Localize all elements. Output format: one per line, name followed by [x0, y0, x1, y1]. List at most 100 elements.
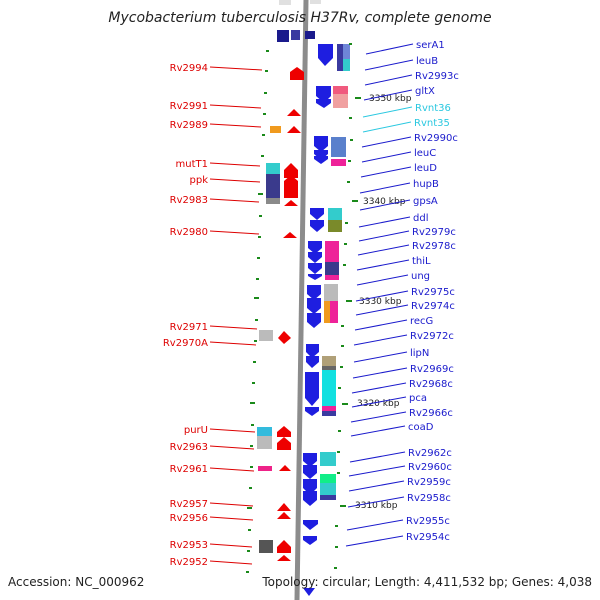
- genome-backbone: [294, 0, 309, 600]
- right-gene-label: ddl: [413, 213, 428, 224]
- left-leader-line: [209, 66, 263, 71]
- right-gene-label: Rv2960c: [408, 462, 452, 473]
- left-leader-line: [209, 341, 257, 346]
- right-gene-label: serA1: [416, 40, 445, 51]
- right-leader-line: [350, 411, 407, 423]
- right-gene-label: Rv2968c: [409, 379, 453, 390]
- right-gene-label: thiL: [412, 256, 431, 267]
- right-gene-label: leuC: [414, 148, 436, 159]
- right-gene-label: lipN: [410, 348, 429, 359]
- right-leader-line: [360, 166, 412, 178]
- right-gene-label: hupB: [413, 179, 439, 190]
- right-gene-label: Rv2954c: [406, 532, 450, 543]
- left-gene-label: Rv2994: [170, 63, 208, 74]
- left-leader-line: [209, 123, 262, 128]
- right-leader-line: [359, 182, 411, 194]
- right-gene-label: leuB: [416, 56, 438, 67]
- right-leader-line: [358, 216, 411, 228]
- right-leader-line: [361, 151, 412, 163]
- right-gene-label: gpsA: [413, 196, 438, 207]
- right-leader-line: [350, 425, 406, 437]
- right-leader-line: [348, 480, 405, 492]
- right-leader-line: [348, 465, 406, 477]
- right-gene-label: Rv2975c: [411, 287, 455, 298]
- left-gene-labels: Rv2994Rv2991Rv2989mutT1ppkRv2983Rv2980Rv…: [163, 63, 263, 568]
- left-gene-label: ppk: [190, 175, 209, 186]
- left-gene-label: Rv2957: [170, 499, 208, 510]
- right-leader-line: [365, 43, 414, 55]
- right-gene-label: gltX: [415, 86, 435, 97]
- left-gene-label: mutT1: [176, 159, 208, 170]
- right-gene-label: Rv2955c: [406, 516, 450, 527]
- left-leader-line: [209, 516, 254, 521]
- right-gene-label: pca: [409, 393, 427, 404]
- right-gene-label: Rv2962c: [408, 448, 452, 459]
- scale-label: 3310 kbp: [355, 501, 398, 511]
- right-leader-line: [351, 382, 407, 394]
- scale-ticks: [246, 43, 361, 573]
- genome-title: Mycobacterium tuberculosis H37Rv, comple…: [108, 10, 492, 26]
- scale-label: 3330 kbp: [359, 297, 402, 307]
- left-leader-line: [209, 543, 253, 548]
- right-leader-line: [353, 334, 408, 346]
- right-leader-line: [355, 290, 409, 302]
- right-gene-label: Rv2993c: [415, 71, 459, 82]
- left-leader-line: [209, 104, 262, 109]
- left-gene-label: Rv2991: [170, 101, 208, 112]
- right-leader-line: [355, 304, 409, 316]
- left-leader-line: [209, 198, 260, 203]
- left-gene-label: Rv2980: [170, 227, 208, 238]
- left-leader-line: [209, 178, 261, 183]
- right-gene-label: Rv2966c: [409, 408, 453, 419]
- left-gene-label: Rv2983: [170, 195, 208, 206]
- right-gene-label: Rvnt36: [415, 103, 451, 114]
- right-leader-line: [359, 199, 411, 211]
- right-gene-label: Rv2974c: [411, 301, 455, 312]
- right-gene-label: recG: [410, 316, 433, 327]
- left-gene-label: purU: [184, 425, 208, 436]
- right-leader-line: [361, 136, 412, 148]
- scale-labels: 3350 kbp 3340 kbp 3330 kbp 3320 kbp 3310…: [355, 94, 412, 511]
- forward-strand-genes: [257, 0, 304, 561]
- right-leader-line: [364, 74, 413, 86]
- accession-label: Accession: NC_000962: [8, 575, 145, 589]
- right-gene-label: Rvnt35: [414, 118, 450, 129]
- right-gene-label: Rv2979c: [412, 227, 456, 238]
- right-leader-line: [353, 351, 408, 363]
- right-gene-label: Rv2978c: [412, 241, 456, 252]
- right-leader-line: [347, 496, 405, 508]
- right-gene-label: ung: [411, 271, 430, 282]
- left-gene-label: Rv2956: [170, 513, 208, 524]
- right-leader-line: [362, 106, 413, 118]
- right-leader-line: [363, 89, 413, 101]
- left-leader-line: [209, 445, 255, 450]
- right-gene-label: Rv2969c: [410, 364, 454, 375]
- left-leader-line: [209, 502, 254, 507]
- scale-label: 3350 kbp: [369, 94, 412, 104]
- scale-label: 3320 kbp: [357, 399, 400, 409]
- scale-label: 3340 kbp: [363, 197, 406, 207]
- left-leader-line: [209, 560, 253, 565]
- right-leader-line: [356, 259, 410, 271]
- right-leader-line: [362, 121, 412, 133]
- right-gene-label: coaD: [408, 422, 434, 433]
- left-gene-label: Rv2952: [170, 557, 208, 568]
- right-gene-label: Rv2958c: [407, 493, 451, 504]
- right-leader-line: [351, 396, 407, 408]
- right-leader-line: [357, 244, 410, 256]
- right-gene-label: Rv2972c: [410, 331, 454, 342]
- right-gene-label: leuD: [414, 163, 437, 174]
- right-leader-line: [364, 59, 414, 71]
- right-gene-label: Rv2959c: [407, 477, 451, 488]
- right-leader-line: [352, 367, 408, 379]
- right-gene-label: Rv2990c: [414, 133, 458, 144]
- left-leader-line: [209, 428, 256, 433]
- left-leader-line: [209, 325, 258, 330]
- left-leader-line: [209, 467, 255, 472]
- right-leader-line: [358, 230, 410, 242]
- left-gene-label: Rv2971: [170, 322, 208, 333]
- reverse-strand-genes: [303, 0, 350, 596]
- left-leader-line: [209, 162, 261, 167]
